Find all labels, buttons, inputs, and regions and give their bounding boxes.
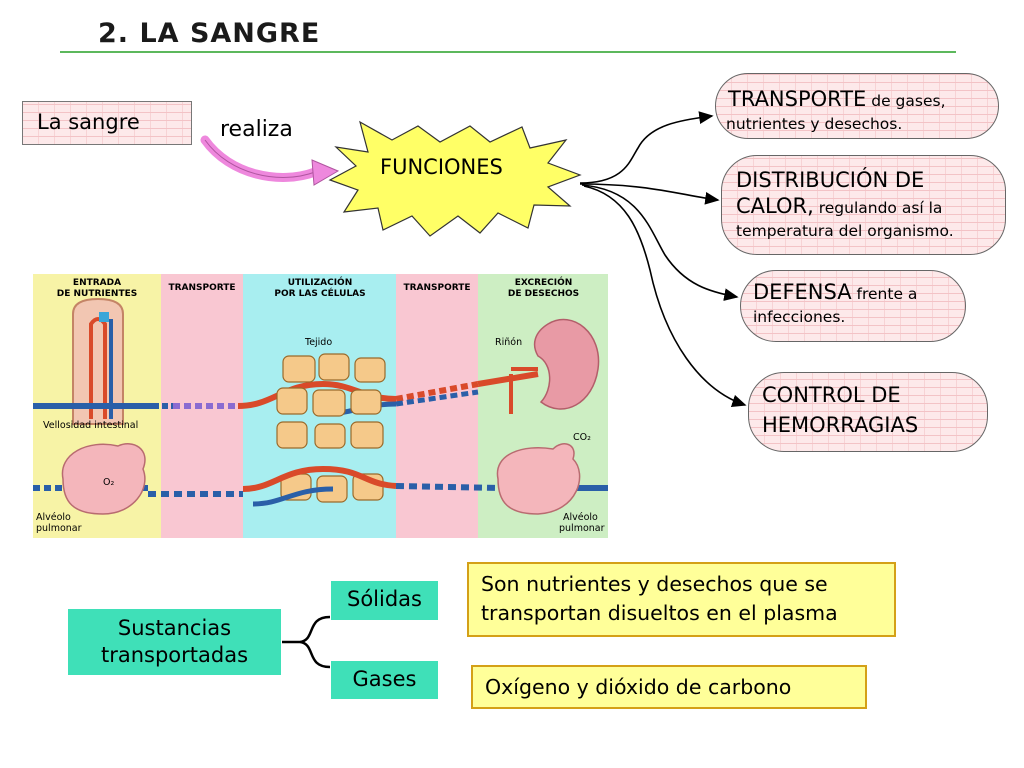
substances-root: Sustancias transportadas (68, 609, 281, 675)
pink-arrow (200, 135, 320, 182)
gas-substances-box: Gases (331, 661, 438, 699)
circulation-diagram: ENTRADA DE NUTRIENTES TRANSPORTE UTILIZA… (33, 274, 608, 538)
panel-transporte-1: TRANSPORTE (168, 283, 236, 293)
realiza-label: realiza (220, 117, 293, 142)
solid-description: Son nutrientes y desechos que se transpo… (467, 562, 896, 637)
pink-arrow-head (311, 159, 340, 186)
distribucion-title: DISTRIBUCIÓN DE (736, 168, 925, 192)
transporte-detail-2: nutrientes y desechos. (726, 115, 903, 133)
control-title-1: CONTROL DE (762, 383, 901, 407)
gas-description: Oxígeno y dióxido de carbono (471, 665, 867, 709)
arrow-to-control (583, 185, 747, 408)
function-defensa: DEFENSA frente a infecciones. (740, 270, 966, 342)
control-title-2: HEMORRAGIAS (762, 413, 919, 437)
alveolus-right-label-2: pulmonar (559, 523, 605, 534)
distribucion-detail: regulando así la (813, 199, 943, 217)
arrow-to-distribucion (579, 183, 720, 205)
title-divider (60, 51, 956, 53)
function-transporte: TRANSPORTE de gases, nutrientes y desech… (715, 73, 999, 139)
villus-label: Vellosidad intestinal (43, 420, 139, 431)
defensa-detail: frente a (851, 285, 918, 303)
kidney-shape (533, 318, 600, 410)
blood-box: La sangre (22, 101, 192, 145)
alveolus-right-shape (496, 443, 581, 515)
transporte-detail: de gases, (866, 92, 946, 110)
alveolus-left-label-2: pulmonar (36, 523, 82, 534)
tissue-label: Tejido (305, 337, 333, 348)
defensa-title: DEFENSA (753, 280, 852, 304)
function-distribucion: DISTRIBUCIÓN DE CALOR, regulando así la … (721, 155, 1006, 255)
transporte-title: TRANSPORTE (728, 87, 867, 111)
alveolus-left-shape (61, 443, 146, 515)
arrow-to-transporte (579, 111, 714, 184)
page-title: 2. LA SANGRE (98, 18, 321, 49)
co2-label: CO₂ (573, 432, 591, 443)
kidney-label: Riñón (495, 337, 523, 348)
panel-entrada: ENTRADA DE NUTRIENTES (56, 278, 138, 299)
funciones-starburst (328, 120, 582, 237)
defensa-detail-2: infecciones. (753, 308, 846, 326)
solid-substances-box: Sólidas (331, 581, 438, 620)
panel-utilizacion: UTILIZACIÓN POR LAS CÉLULAS (274, 278, 366, 299)
panel-excrecion: EXCRECIÓN DE DESECHOS (507, 278, 580, 299)
distribucion-detail-2: temperatura del organismo. (736, 222, 954, 240)
o2-label: O₂ (103, 477, 115, 488)
alveolus-left-label-1: Alvéolo (36, 512, 71, 523)
arrow-to-defensa (581, 184, 739, 301)
substances-brace (282, 615, 331, 669)
funciones-label: FUNCIONES (380, 155, 503, 179)
function-control: CONTROL DE HEMORRAGIAS (748, 372, 988, 452)
diagram-illustration (33, 274, 608, 538)
panel-transporte-2: TRANSPORTE (403, 283, 471, 293)
calor-label: CALOR, (736, 194, 814, 218)
alveolus-right-label-1: Alvéolo (563, 512, 598, 523)
